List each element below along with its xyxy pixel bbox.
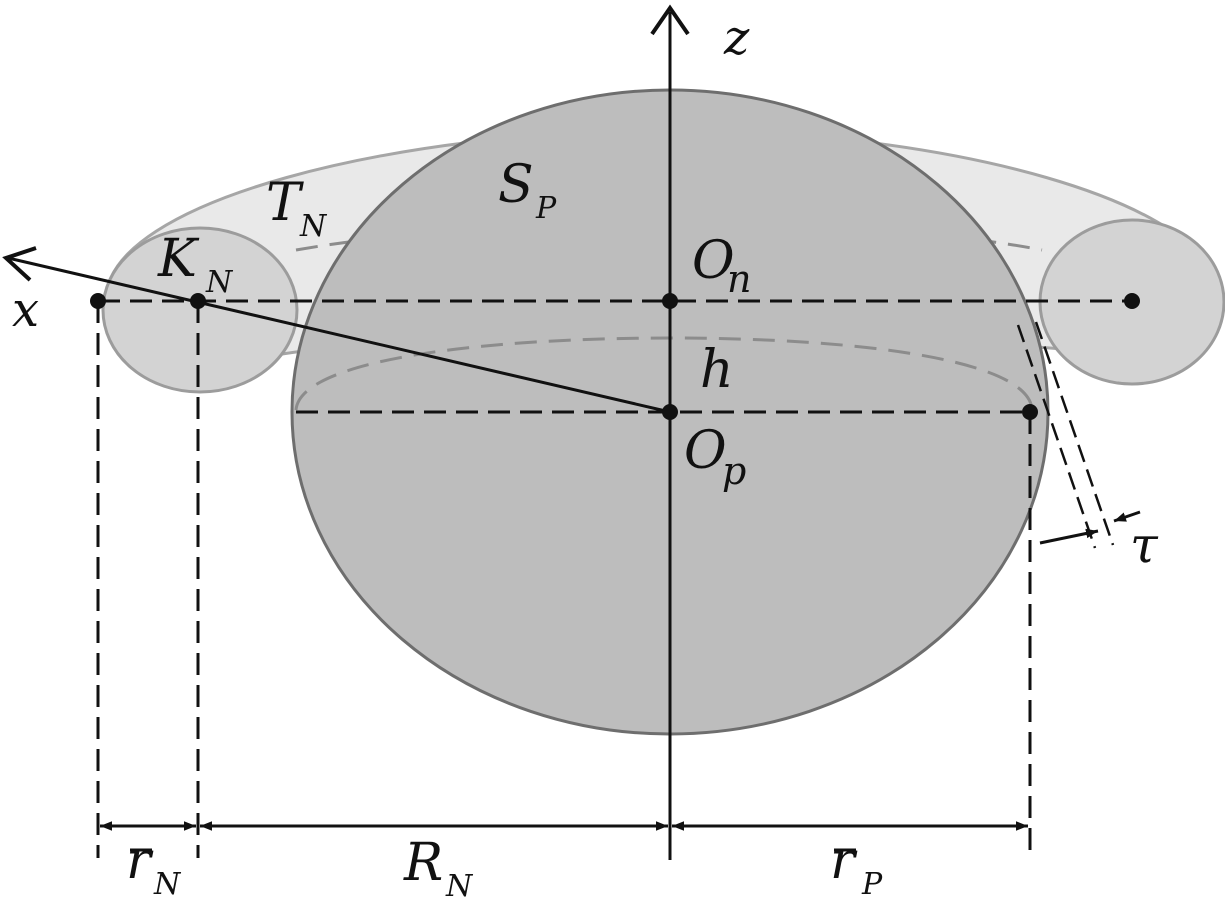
point-k-n: [190, 293, 206, 309]
label-r-p: r P: [830, 831, 883, 902]
x-axis-arrowhead: [2, 246, 37, 282]
label-tau: τ: [1130, 516, 1159, 574]
svg-text:P: P: [535, 191, 557, 226]
label-height: h: [700, 340, 734, 400]
svg-text:N: N: [445, 869, 474, 903]
svg-text:P: P: [861, 867, 883, 902]
svg-text:S: S: [498, 155, 534, 215]
svg-text:N: N: [205, 265, 234, 300]
label-z: z: [723, 10, 750, 66]
tube-cross-section-left: [101, 226, 299, 394]
tangent-line-2: [1034, 321, 1115, 546]
x-axis: [7, 256, 671, 414]
tau-arrow-right: [1113, 510, 1141, 523]
svg-text:T: T: [266, 173, 304, 233]
label-sphere: S P: [498, 155, 557, 226]
label-big-r-n: R N: [403, 833, 474, 903]
svg-text:R: R: [403, 833, 443, 893]
label-center-p: O p: [684, 421, 746, 493]
svg-text:N: N: [299, 209, 328, 244]
point-right-tube: [1124, 293, 1140, 309]
point-o-n: [662, 293, 678, 309]
point-x-left: [90, 293, 106, 309]
svg-text:O: O: [692, 231, 735, 291]
svg-text:n: n: [727, 257, 751, 301]
svg-text:O: O: [684, 421, 727, 481]
tangent-line-1: [1016, 324, 1097, 549]
svg-text:p: p: [722, 449, 746, 493]
svg-text:N: N: [153, 867, 182, 902]
point-o-p: [662, 404, 678, 420]
point-equator-right: [1022, 404, 1038, 420]
label-center-n: O n: [692, 231, 751, 301]
z-axis-arrowhead: [650, 4, 690, 36]
svg-text:r: r: [830, 831, 858, 891]
label-r-n: r N: [126, 831, 182, 902]
svg-text:K: K: [157, 229, 200, 289]
label-tube: K N: [157, 229, 234, 300]
label-torus: T N: [266, 173, 328, 244]
svg-text:r: r: [126, 831, 154, 891]
tau-arrow-left: [1039, 528, 1099, 545]
label-x: x: [12, 282, 39, 338]
